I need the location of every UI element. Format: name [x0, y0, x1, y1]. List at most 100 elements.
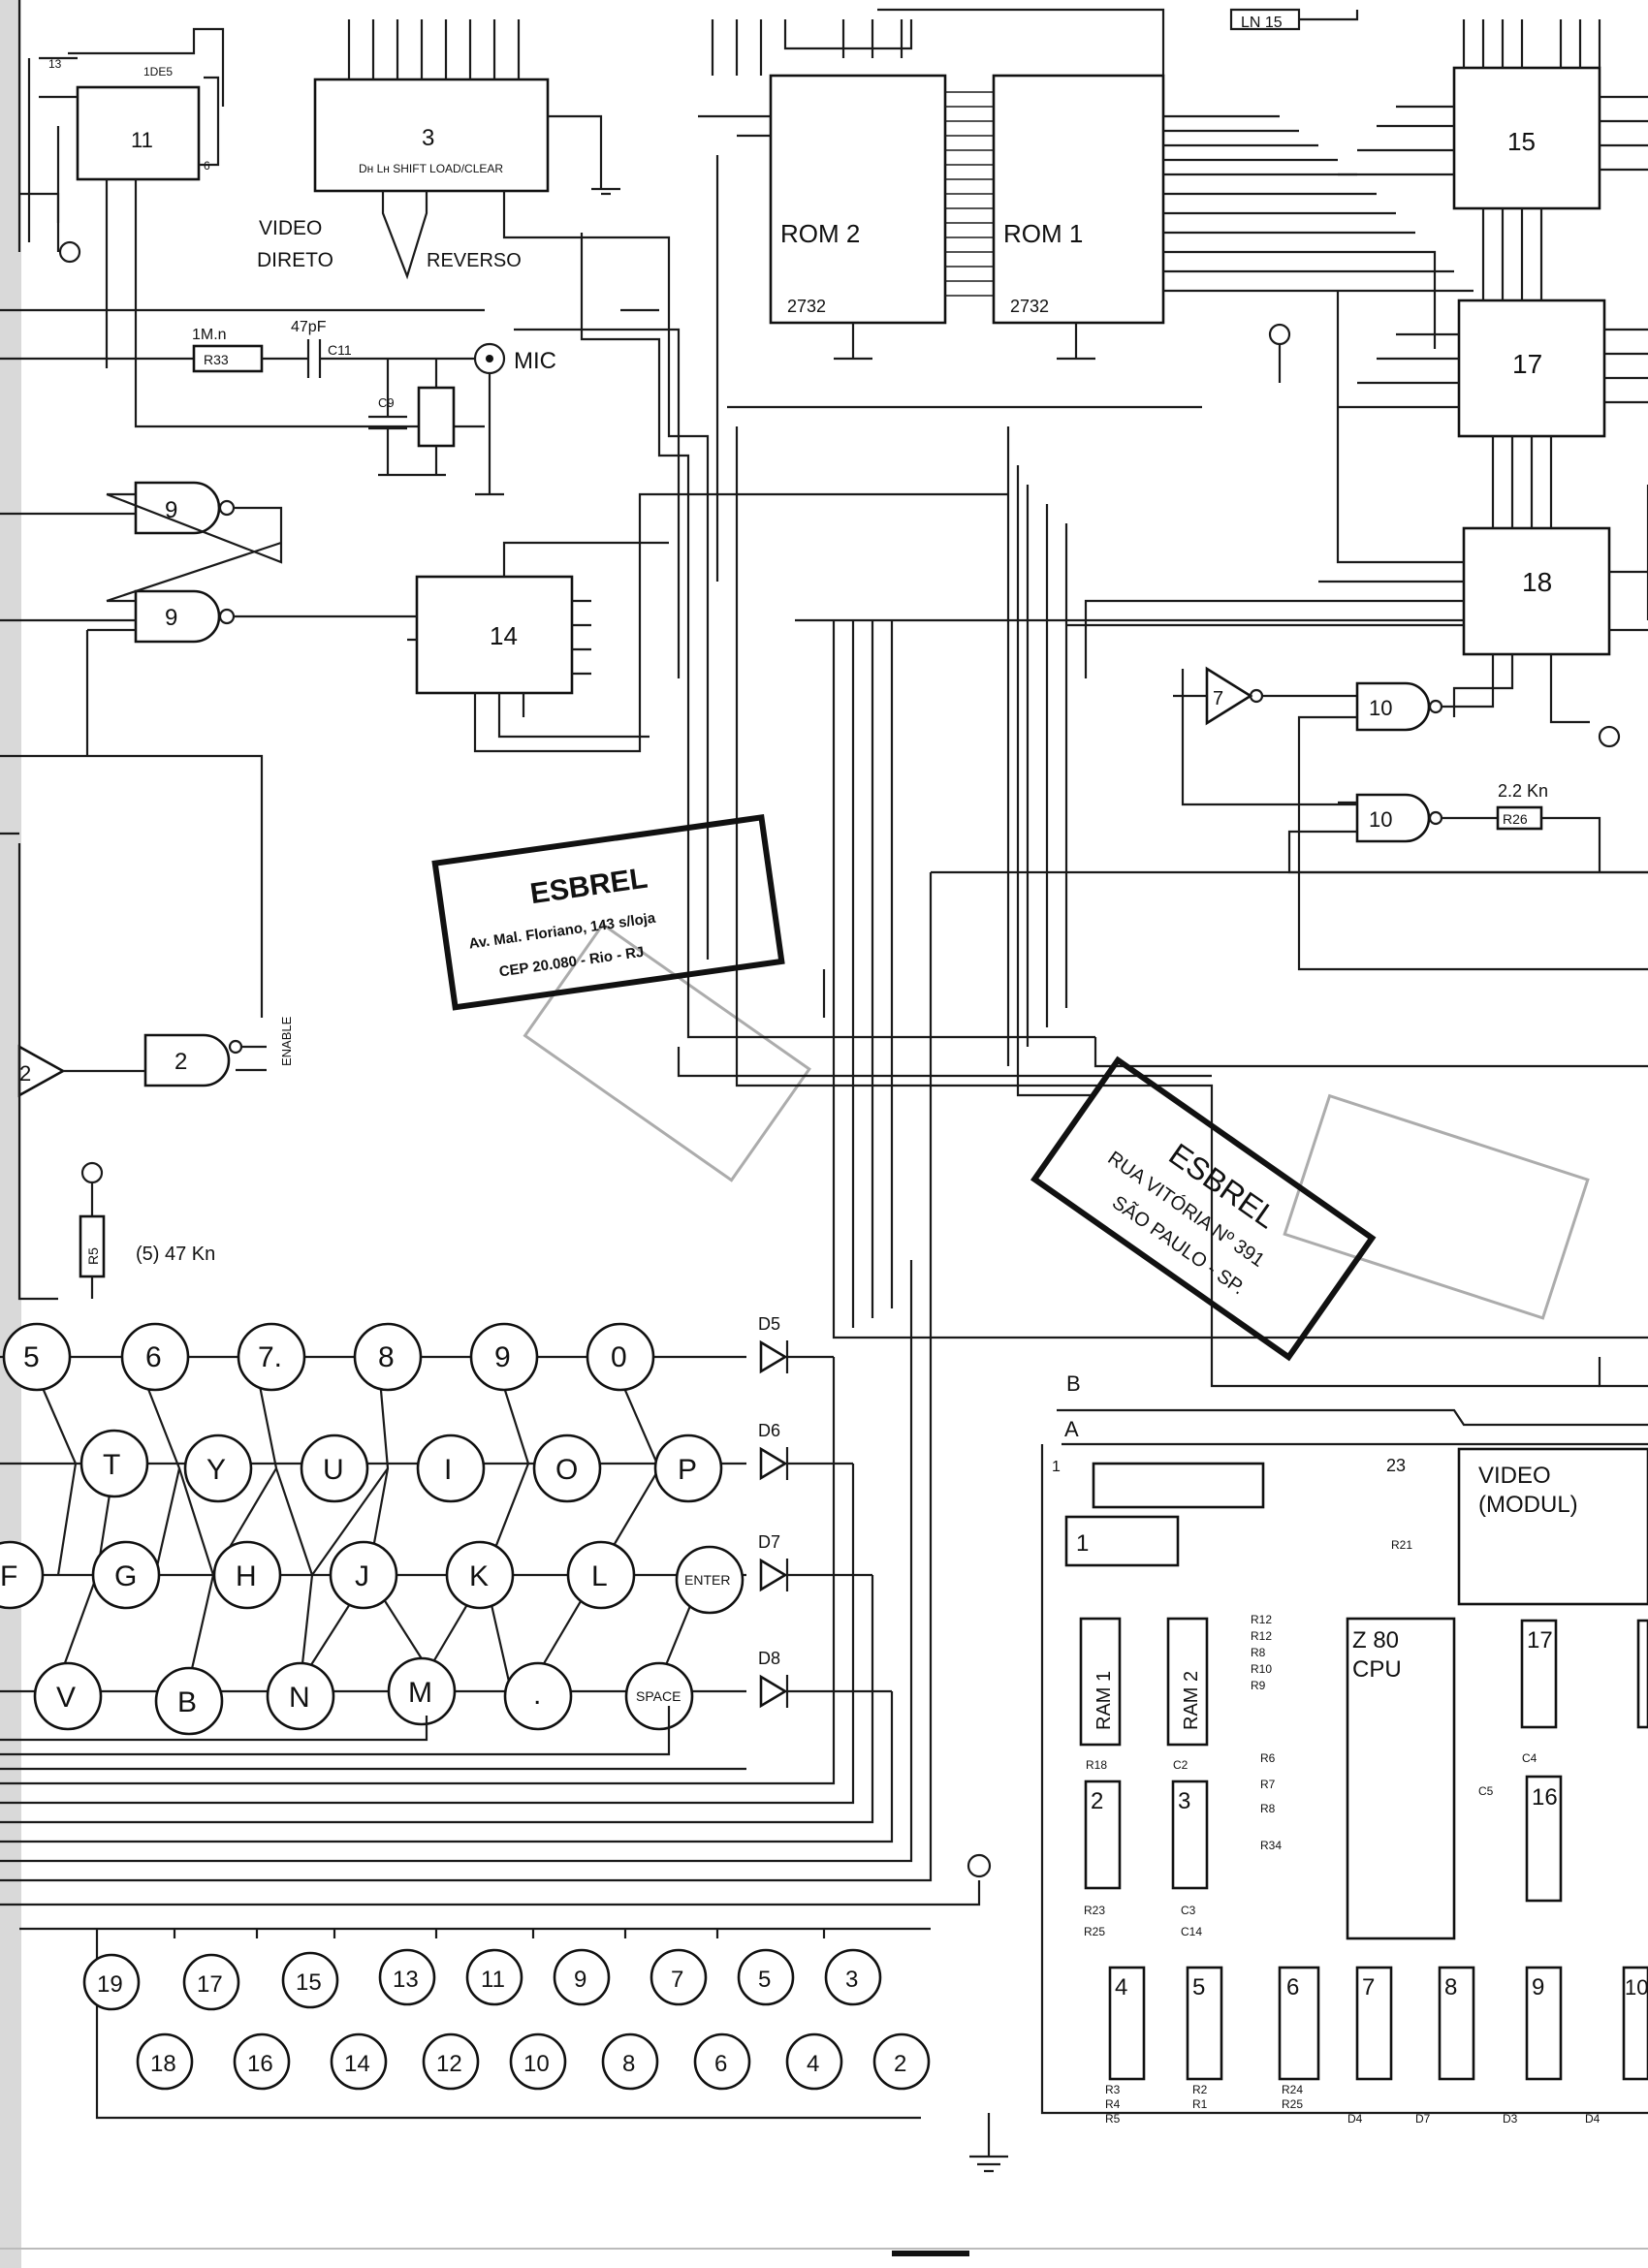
key-5[interactable]: 5 — [2, 1322, 72, 1392]
stamp-esbrel-sp: ESBREL RUA VITÓRIA Nº 391 SÃO PAULO - SP… — [1030, 1055, 1377, 1362]
buffer-7-label: 7 — [1213, 688, 1223, 709]
connector-pin-13: 13 — [378, 1948, 436, 2006]
rom-2-part: 2732 — [787, 297, 826, 316]
key-v[interactable]: V — [33, 1661, 103, 1731]
pcb-ic-1: 1 — [1076, 1530, 1089, 1557]
key-7[interactable]: 7. — [237, 1322, 306, 1392]
key-0[interactable]: 0 — [586, 1322, 655, 1392]
key-n[interactable]: N — [266, 1661, 335, 1731]
svg-text:1DE5: 1DE5 — [143, 65, 173, 79]
connector-pin-16: 16 — [233, 2032, 291, 2091]
connector-pin-12: 12 — [422, 2032, 480, 2091]
svg-text:R24: R24 — [1282, 2083, 1303, 2096]
svg-text:D7: D7 — [1415, 2112, 1431, 2126]
stamp-faint-2 — [1283, 1093, 1590, 1320]
nand-gate-9-lower: 9 — [134, 589, 236, 644]
key-m[interactable]: M — [387, 1656, 457, 1726]
video-module-label-1: VIDEO — [1478, 1463, 1551, 1489]
svg-text:R5: R5 — [1105, 2112, 1121, 2126]
svg-text:T: T — [103, 1449, 120, 1481]
stamp-2-name: ESBREL — [1163, 1136, 1284, 1235]
mic-label: MIC — [514, 348, 556, 374]
svg-text:R3: R3 — [1105, 2083, 1121, 2096]
pcb-cpu-label-2: CPU — [1352, 1656, 1402, 1683]
svg-text:14: 14 — [344, 2051, 370, 2077]
buffer-2: 2 — [17, 1044, 66, 1098]
key-p[interactable]: P — [653, 1433, 723, 1503]
svg-text:C5: C5 — [1478, 1784, 1494, 1798]
video-direto-label-1: VIDEO — [259, 217, 322, 239]
video-module-label-2: (MODUL) — [1478, 1492, 1578, 1518]
svg-text:D4: D4 — [1585, 2112, 1600, 2126]
d8-label: D8 — [758, 1649, 780, 1668]
r5-label: R5 — [85, 1247, 101, 1265]
board-edge-b: B — [1066, 1371, 1081, 1396]
nand-gate-2: 2 — [143, 1033, 243, 1087]
svg-text:R6: R6 — [1260, 1751, 1276, 1765]
key-9[interactable]: 9 — [469, 1322, 539, 1392]
svg-text:R25: R25 — [1084, 1925, 1105, 1938]
svg-text:9: 9 — [494, 1341, 511, 1373]
connector-pin-19: 19 — [82, 1953, 141, 2011]
svg-text:R9: R9 — [1251, 1679, 1266, 1692]
pcb-z80-cpu — [1346, 1617, 1456, 1940]
nand-gate-9-upper: 9 — [134, 481, 236, 535]
svg-text:6: 6 — [145, 1341, 162, 1373]
pcb-ic-17: 17 — [1527, 1627, 1553, 1654]
key-k[interactable]: K — [445, 1540, 515, 1610]
svg-text:K: K — [469, 1560, 489, 1592]
svg-text:19: 19 — [97, 1971, 123, 1998]
key-j[interactable]: J — [329, 1540, 398, 1610]
key-f[interactable]: F — [0, 1540, 45, 1610]
c9-label: C9 — [378, 395, 395, 410]
video-direto-label-2: DIRETO — [257, 249, 333, 271]
key-y[interactable]: Y — [183, 1433, 253, 1503]
key-period[interactable]: . — [503, 1661, 573, 1731]
pcb-ic-10: 10 — [1625, 1975, 1648, 2000]
key-b[interactable]: B — [154, 1666, 224, 1736]
key-l[interactable]: L — [566, 1540, 636, 1610]
svg-text:P: P — [678, 1454, 697, 1486]
key-o[interactable]: O — [532, 1433, 602, 1503]
svg-text:L: L — [591, 1560, 608, 1592]
d6-label: D6 — [758, 1421, 780, 1440]
ground-symbol — [969, 2113, 1008, 2173]
board-pin-23: 23 — [1386, 1456, 1406, 1475]
svg-text:RAM 1: RAM 1 — [1093, 1671, 1115, 1730]
rom-1: ROM 1 2732 — [992, 74, 1165, 325]
key-6[interactable]: 6 — [120, 1322, 190, 1392]
connector-pins-top: 19 17 15 13 11 9 7 5 3 — [82, 1948, 882, 2011]
ic-3-pin-names: Dн Lн SHIFT LOAD/CLEAR — [359, 162, 503, 175]
scan-shadow — [0, 0, 21, 2268]
pcb-ram-2 — [1166, 1617, 1209, 1747]
ic-3-shift-register: 3 Dн Lн SHIFT LOAD/CLEAR — [313, 78, 550, 193]
svg-text:LN 15: LN 15 — [1241, 15, 1283, 31]
svg-text:N: N — [289, 1682, 310, 1714]
svg-text:R12: R12 — [1251, 1613, 1272, 1626]
diode-d7: D7 — [758, 1532, 789, 1592]
key-t[interactable]: T — [79, 1429, 149, 1498]
nand-gate-10-lower: 10 — [1355, 793, 1443, 843]
pcb-ic-5: 5 — [1192, 1974, 1205, 2000]
r33-value: 1M.n — [192, 327, 227, 343]
board-pin-1: 1 — [1052, 1459, 1061, 1475]
connector-pin-9: 9 — [553, 1948, 611, 2006]
connector-pin-3: 3 — [824, 1948, 882, 2006]
svg-text:R10: R10 — [1251, 1662, 1272, 1676]
key-h[interactable]: H — [212, 1540, 282, 1610]
svg-text:I: I — [444, 1454, 452, 1486]
svg-text:7: 7 — [671, 1967, 683, 1993]
svg-text:V: V — [56, 1682, 76, 1714]
svg-text:SPACE: SPACE — [636, 1688, 681, 1704]
key-g[interactable]: G — [91, 1540, 161, 1610]
key-8[interactable]: 8 — [353, 1322, 423, 1392]
stamp-1-line2: CEP 20.080 - Rio - RJ — [498, 944, 646, 981]
key-u[interactable]: U — [300, 1433, 369, 1503]
key-space[interactable]: SPACE — [624, 1661, 694, 1731]
key-enter[interactable]: ENTER — [675, 1545, 745, 1615]
svg-text:R8: R8 — [1251, 1646, 1266, 1659]
connector-pin-10: 10 — [509, 2032, 567, 2091]
rom-2-label: ROM 2 — [780, 219, 860, 248]
key-i[interactable]: I — [416, 1433, 486, 1503]
svg-text:8: 8 — [622, 2051, 635, 2077]
